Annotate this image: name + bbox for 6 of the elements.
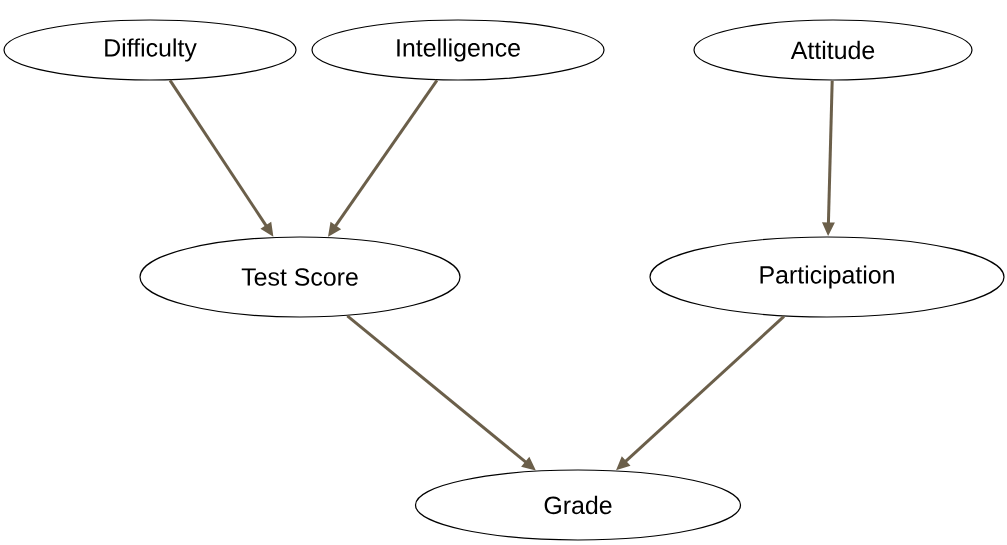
ellipse-node: Test Score — [139, 236, 461, 318]
ellipse-node: Participation — [649, 236, 1005, 318]
ellipse-node: Grade — [414, 469, 742, 541]
ellipse-node: Attitude — [693, 19, 973, 81]
ellipse-node: Intelligence — [311, 19, 605, 81]
ellipse-node: Difficulty — [3, 19, 297, 81]
